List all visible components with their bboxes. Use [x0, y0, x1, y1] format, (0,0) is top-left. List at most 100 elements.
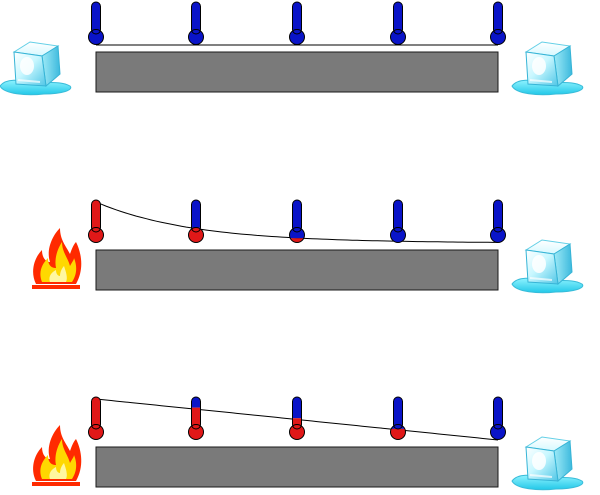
thermometer-bulb — [390, 227, 406, 243]
thermometer-tube — [393, 199, 403, 233]
ice-icon — [0, 41, 72, 96]
ice-icon — [511, 41, 584, 96]
thermometer-cold-fill — [490, 200, 506, 243]
thermometer-tube — [393, 1, 403, 35]
thermometer — [289, 396, 305, 440]
thermometer-cold-fill — [390, 200, 406, 243]
thermometer-hot-fill — [188, 407, 204, 440]
fire-icon — [32, 228, 82, 289]
thermometer — [88, 199, 104, 243]
thermometer-bulb — [88, 29, 104, 45]
thermometer-fill — [289, 397, 305, 440]
ice-icon — [511, 239, 584, 294]
thermometer-fill — [88, 2, 104, 45]
thermometer-fill — [390, 200, 406, 243]
thermometer-tube — [191, 199, 201, 233]
ice-glint — [529, 474, 553, 478]
thermometer-hot-fill — [289, 238, 305, 243]
thermometer-bulb — [490, 424, 506, 440]
thermometer-tube — [191, 396, 201, 430]
thermometer — [289, 199, 305, 243]
flame-inner — [40, 439, 77, 479]
thermometer-cold-fill — [289, 2, 305, 45]
panel-3 — [32, 396, 584, 491]
thermometer-bulb — [88, 227, 104, 243]
fire-icon — [32, 425, 82, 486]
fire-base — [32, 482, 80, 486]
metal-bar — [95, 249, 499, 291]
ice-highlight — [532, 57, 546, 75]
thermometer-bulb — [289, 424, 305, 440]
thermometer-tube — [493, 199, 503, 233]
panel-2 — [32, 199, 584, 294]
thermometer — [490, 1, 506, 45]
thermometer-tube — [292, 1, 302, 35]
thermometer-tube — [91, 1, 101, 35]
thermometer-bulb — [88, 424, 104, 440]
ice-icon — [511, 436, 584, 491]
metal-bar — [95, 51, 499, 93]
thermometer-cold-fill — [390, 2, 406, 45]
fire-base — [32, 285, 80, 289]
thermometer-tube — [393, 396, 403, 430]
thermometer-hot-fill — [390, 428, 406, 440]
thermometer-bulb — [188, 227, 204, 243]
thermometer-tube — [493, 396, 503, 430]
thermometer — [289, 1, 305, 45]
thermometer-bulb — [390, 29, 406, 45]
thermometer-cold-fill — [289, 397, 305, 419]
ice-glint — [17, 79, 41, 83]
thermometer-fill — [88, 200, 104, 243]
ice-glint — [529, 79, 553, 83]
flame-core — [49, 266, 67, 282]
flame-core — [49, 463, 67, 479]
thermometer-cold-fill — [188, 2, 204, 45]
thermometer — [490, 396, 506, 440]
thermometer-cold-fill — [490, 397, 506, 440]
panel-1 — [0, 1, 584, 96]
thermometer-bulb — [289, 227, 305, 243]
thermometer — [490, 199, 506, 243]
thermometer-tube — [292, 396, 302, 430]
thermometer — [88, 396, 104, 440]
thermometer-fill — [390, 2, 406, 45]
thermometer-cold-fill — [390, 397, 406, 429]
ice-highlight — [20, 57, 34, 75]
thermometer-tube — [91, 199, 101, 233]
ice-glint — [529, 277, 553, 281]
thermometer — [390, 199, 406, 243]
thermometer-hot-fill — [88, 200, 104, 243]
thermometer-hot-fill — [188, 227, 204, 243]
thermometer-hot-fill — [88, 397, 104, 440]
thermometer-fill — [390, 397, 406, 440]
thermometer-fill — [88, 397, 104, 440]
thermometer-bulb — [289, 29, 305, 45]
thermometer-bulb — [188, 29, 204, 45]
thermometer-bulb — [490, 29, 506, 45]
thermometer-fill — [188, 2, 204, 45]
thermometer-cold-fill — [88, 2, 104, 45]
thermometer-fill — [490, 397, 506, 440]
thermometer-bulb — [390, 424, 406, 440]
thermometer — [188, 396, 204, 440]
metal-bar — [95, 446, 499, 488]
thermometer — [88, 1, 104, 45]
thermometer-cold-fill — [490, 2, 506, 45]
thermometer-cold-fill — [188, 397, 204, 408]
thermometer-fill — [490, 2, 506, 45]
thermometer-bulb — [490, 227, 506, 243]
thermometer — [390, 396, 406, 440]
thermometer-fill — [490, 200, 506, 243]
thermometer-cold-fill — [188, 200, 204, 228]
thermometer-fill — [188, 397, 204, 440]
thermometer-tube — [191, 1, 201, 35]
thermometer — [188, 1, 204, 45]
thermometer-tube — [292, 199, 302, 233]
thermometer-bulb — [188, 424, 204, 440]
ice-highlight — [532, 255, 546, 273]
ice-highlight — [532, 452, 546, 470]
thermometer-fill — [289, 2, 305, 45]
thermometer — [188, 199, 204, 243]
